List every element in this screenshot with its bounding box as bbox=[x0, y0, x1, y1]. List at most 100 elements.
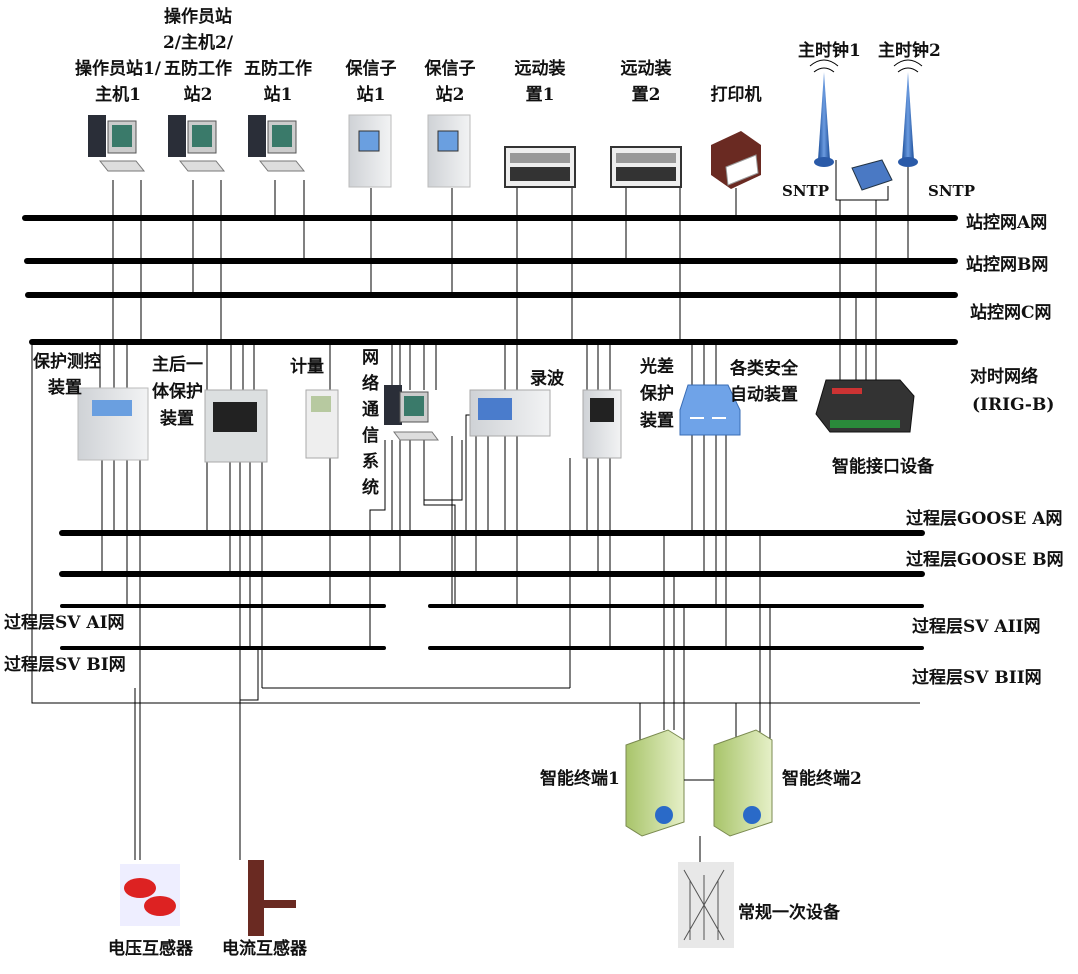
label-char: 网 bbox=[362, 348, 379, 368]
top-device-8[interactable]: 打印机 bbox=[711, 84, 762, 189]
label-integrated-protection-3: 装置 bbox=[159, 408, 194, 429]
voltage-transformer-icon bbox=[120, 864, 180, 926]
label-integrated-protection-2: 体保护 bbox=[152, 381, 203, 402]
station-level-devices: 操作员站1/主机1操作员站2/主机2/五防工作站2五防工作站1保信子站1保信子站… bbox=[75, 6, 762, 189]
label-safety-auto-2: 自动装置 bbox=[730, 384, 798, 405]
label-differential: 光差 bbox=[639, 356, 674, 377]
label-smart-interface: 智能接口设备 bbox=[832, 456, 935, 477]
label-metering: 计量 bbox=[290, 356, 324, 377]
label-clock2: 主时钟2 bbox=[878, 40, 941, 61]
label-clock1: 主时钟1 bbox=[798, 40, 861, 61]
label-integrated-protection: 主后一 bbox=[152, 354, 203, 375]
label-primary: 常规一次设备 bbox=[738, 902, 841, 923]
antenna-icon bbox=[893, 59, 923, 167]
device-label: 五防工作 bbox=[164, 58, 232, 79]
device-label: 操作员站 bbox=[164, 6, 232, 27]
device-label: 站2 bbox=[184, 84, 213, 105]
rack-icon bbox=[610, 146, 682, 188]
label-time-sync-sub: (IRIG-B) bbox=[972, 395, 1054, 415]
connection-lines bbox=[99, 165, 909, 860]
label-sntp2: SNTP bbox=[928, 182, 975, 200]
antenna-icon bbox=[809, 59, 839, 167]
meter-device[interactable] bbox=[305, 389, 339, 459]
label-char: 统 bbox=[362, 477, 379, 498]
server-icon[interactable] bbox=[713, 729, 773, 837]
label-char: 系 bbox=[362, 452, 379, 472]
label-sntp1: SNTP bbox=[782, 182, 829, 200]
device-label: 置2 bbox=[632, 85, 661, 105]
label-differential-2: 保护 bbox=[639, 383, 674, 404]
differential-protection-device[interactable] bbox=[582, 389, 622, 459]
integrated-protection-device[interactable] bbox=[204, 389, 268, 463]
device-label: 五防工作 bbox=[244, 58, 312, 79]
computer-icon bbox=[384, 385, 439, 441]
label-char: 信 bbox=[362, 425, 379, 446]
clock-link bbox=[835, 160, 889, 201]
device-label: 远动装 bbox=[621, 58, 672, 79]
label-protection-control: 保护测控 bbox=[32, 351, 101, 372]
computer-icon bbox=[168, 115, 226, 172]
device-label: 置1 bbox=[526, 85, 555, 105]
device-label: 2/主机2/ bbox=[163, 32, 234, 53]
top-device-1[interactable]: 操作员站1/主机1 bbox=[75, 58, 162, 172]
label-ct: 电流互感器 bbox=[222, 938, 308, 959]
label-char: 络 bbox=[362, 373, 379, 394]
label-differential-3: 装置 bbox=[639, 410, 674, 431]
time-sync-loop bbox=[31, 342, 920, 704]
switch-icon[interactable] bbox=[679, 384, 741, 436]
current-transformer-icon bbox=[248, 860, 296, 936]
device-label: 操作员站1/ bbox=[75, 58, 162, 79]
label-time-sync: 对时网络 bbox=[970, 366, 1038, 387]
label-protection-control-2: 装置 bbox=[47, 377, 82, 398]
device-label: 远动装 bbox=[515, 58, 566, 79]
device-label: 打印机 bbox=[711, 84, 762, 105]
label-vt: 电压互感器 bbox=[108, 938, 194, 959]
computer-icon bbox=[88, 115, 146, 172]
label-sv-bi: 过程层SV BI网 bbox=[4, 655, 126, 675]
device-label: 站1 bbox=[264, 84, 293, 105]
connector bbox=[240, 648, 259, 701]
computer-icon bbox=[248, 115, 306, 172]
label-station-b: 站控网B网 bbox=[966, 254, 1048, 275]
label-safety-auto: 各类安全 bbox=[729, 358, 799, 379]
label-station-c: 站控网C网 bbox=[970, 302, 1052, 323]
label-char: 通 bbox=[362, 400, 379, 420]
label-terminal2: 智能终端2 bbox=[782, 768, 862, 789]
label-goose-b: 过程层GOOSE B网 bbox=[906, 550, 1064, 570]
smart-interface-device[interactable] bbox=[815, 379, 915, 433]
connector bbox=[423, 440, 456, 606]
label-sv-aii: 过程层SV AII网 bbox=[912, 617, 1040, 637]
connector bbox=[465, 414, 470, 436]
label-sv-ai: 过程层SV AI网 bbox=[4, 613, 125, 633]
device-label: 主机1 bbox=[95, 84, 141, 105]
clock-unit-icon bbox=[851, 159, 893, 191]
device-label: 保信子 bbox=[345, 58, 397, 79]
label-recorder: 录波 bbox=[530, 368, 565, 389]
field-devices: 智能终端1 智能终端2 常规一次设备 电压互感器 电流互感器 bbox=[108, 729, 862, 959]
device-label: 站2 bbox=[436, 84, 465, 105]
buses bbox=[22, 215, 958, 704]
device-label: 保信子 bbox=[424, 58, 476, 79]
recorder-device[interactable] bbox=[469, 389, 551, 437]
cabinet-icon bbox=[348, 114, 392, 188]
label-station-a: 站控网A网 bbox=[966, 212, 1047, 233]
server-icon[interactable] bbox=[625, 729, 685, 837]
connector bbox=[369, 440, 386, 648]
label-goose-a: 过程层GOOSE A网 bbox=[906, 509, 1062, 529]
label-sv-bii: 过程层SV BII网 bbox=[912, 668, 1042, 688]
cabinet-icon bbox=[427, 114, 471, 188]
substation-equipment-icon bbox=[678, 862, 734, 948]
master-clocks: 主时钟1 主时钟2 SNTP SNTP bbox=[782, 40, 975, 201]
protection-control-device[interactable] bbox=[77, 387, 149, 461]
label-terminal1: 智能终端1 bbox=[540, 768, 620, 789]
printer-icon bbox=[711, 131, 761, 189]
